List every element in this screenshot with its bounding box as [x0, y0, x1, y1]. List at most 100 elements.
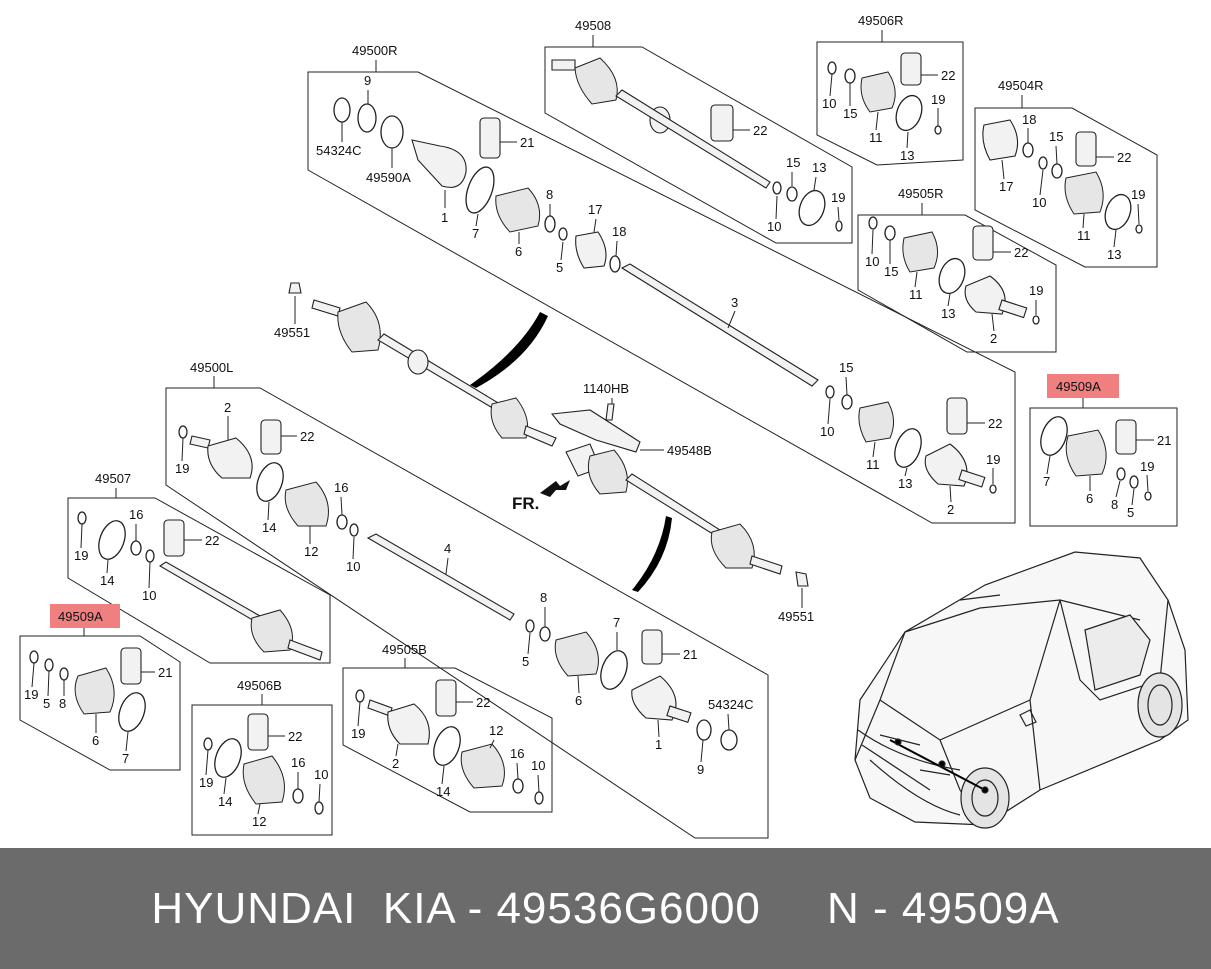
group-label: 49505B	[382, 642, 427, 657]
boot-part	[337, 301, 381, 353]
callout: 22	[300, 429, 314, 444]
ring-part	[989, 484, 997, 494]
callout: 9	[364, 73, 371, 88]
shaft-stub	[551, 59, 576, 71]
ring-part	[1116, 467, 1126, 481]
group-label: 49506B	[237, 678, 282, 693]
hub-nut	[795, 571, 809, 587]
ring-part	[1022, 142, 1034, 158]
pointer-arrow	[632, 516, 672, 592]
shaft-part	[625, 473, 721, 537]
group-label: 49508	[575, 18, 611, 33]
group-label: 49506R	[858, 13, 904, 28]
tripod-joint	[575, 231, 607, 269]
ring-part	[841, 394, 853, 410]
callout: 22	[753, 123, 767, 138]
callout: 12	[252, 814, 266, 829]
callout: 22	[205, 533, 219, 548]
callout: 10	[142, 588, 156, 603]
callout: 11	[869, 130, 883, 145]
boot-part	[284, 481, 329, 527]
panel-49500L	[165, 387, 769, 839]
callout: 15	[839, 360, 853, 375]
clamp-ring	[256, 462, 284, 502]
callout: 6	[575, 693, 582, 708]
clamp-ring	[98, 520, 126, 560]
callout: 19	[74, 548, 88, 563]
boot-part	[460, 743, 505, 789]
car-illustration	[854, 551, 1189, 829]
callout: 14	[436, 784, 450, 799]
footer-banner: HYUNDAI KIA - 49536G6000 N - 49509A	[0, 848, 1211, 969]
front-arrow-icon	[540, 480, 570, 497]
ring-part	[525, 619, 535, 633]
clamp-ring	[894, 428, 922, 468]
clamp-part	[558, 227, 568, 241]
ring-part	[1129, 475, 1139, 489]
ring-part	[868, 216, 878, 230]
callout: 13	[812, 160, 826, 175]
callout: 10	[1032, 195, 1046, 210]
callout: 49551	[274, 325, 310, 340]
ring-part	[835, 220, 843, 232]
ring-part	[1032, 315, 1040, 325]
callout: 10	[767, 219, 781, 234]
pointer-arrow	[470, 312, 548, 388]
callout: 22	[988, 416, 1002, 431]
callout: 14	[100, 573, 114, 588]
panel-49504R	[974, 107, 1158, 268]
front-direction-label: FR.	[512, 494, 539, 513]
boot-part	[250, 609, 293, 653]
group-label: 49500L	[190, 360, 233, 375]
callout: 22	[941, 68, 955, 83]
callout: 13	[1107, 247, 1121, 262]
cv-joint-outer	[924, 443, 968, 487]
panel-49508	[544, 46, 853, 244]
ring-part	[844, 68, 856, 84]
ring-part	[1135, 224, 1143, 234]
shaft-part	[615, 89, 771, 189]
callout: 16	[510, 746, 524, 761]
bracket-49548B	[550, 409, 641, 453]
cv-joint-outer	[411, 139, 467, 188]
shaft-stub	[189, 435, 211, 449]
callout: 7	[472, 226, 479, 241]
callout: 10	[346, 559, 360, 574]
callout: 17	[999, 179, 1013, 194]
ring-part	[884, 225, 896, 241]
callout: 17	[588, 202, 602, 217]
grease-tube	[710, 104, 734, 142]
ring-part	[609, 255, 621, 273]
shaft-stub	[998, 299, 1028, 319]
ring-part	[720, 729, 738, 751]
callout: 8	[540, 590, 547, 605]
callout: 2	[224, 400, 231, 415]
boot-part	[587, 449, 628, 495]
ring-part	[827, 61, 837, 75]
callout: 8	[546, 187, 553, 202]
ring-part	[145, 549, 155, 563]
ring-part	[349, 523, 359, 537]
callout: 15	[1049, 129, 1063, 144]
shaft-part	[158, 561, 261, 623]
callout: 6	[515, 244, 522, 259]
grease-tube	[972, 225, 994, 261]
boot-part	[495, 187, 541, 233]
callout: 14	[218, 794, 232, 809]
callout: 12	[304, 544, 318, 559]
boot-part	[860, 71, 896, 113]
ring-part	[355, 689, 365, 703]
callout: 10	[314, 767, 328, 782]
callout: 10	[531, 758, 545, 773]
callout: 19	[931, 92, 945, 107]
callout: 54324C	[316, 143, 362, 158]
callout: 5	[556, 260, 563, 275]
ring-part	[1144, 491, 1152, 501]
shaft-stub	[523, 425, 557, 447]
grease-tube	[247, 713, 269, 751]
ring-part	[314, 801, 324, 815]
boot-part	[574, 57, 618, 105]
grease-tube	[260, 419, 282, 455]
callout: 1140HB	[583, 381, 629, 396]
callout: 5	[1127, 505, 1134, 520]
